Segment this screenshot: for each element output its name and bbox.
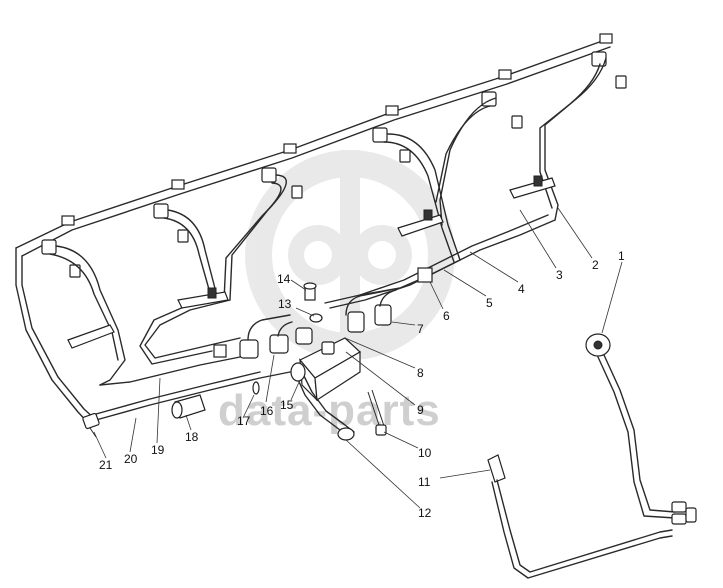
callout-14: 14 xyxy=(277,272,291,286)
callout-16: 16 xyxy=(260,404,274,418)
callout-9: 9 xyxy=(417,403,424,417)
callout-1: 1 xyxy=(618,249,625,263)
callout-19: 19 xyxy=(151,443,165,457)
callout-8: 8 xyxy=(417,366,424,380)
callout-12: 12 xyxy=(418,506,432,520)
rail-tees xyxy=(61,33,613,226)
callout-5: 5 xyxy=(486,296,493,310)
callout-20: 20 xyxy=(124,452,138,466)
injector-nuts xyxy=(41,51,627,278)
clamps xyxy=(67,175,556,358)
small-fittings xyxy=(82,381,260,438)
injector-branch-pipes xyxy=(49,57,607,386)
callout-21: 21 xyxy=(99,458,113,472)
callout-17: 17 xyxy=(237,414,251,428)
callout-15: 15 xyxy=(280,398,294,412)
callout-10: 10 xyxy=(418,446,432,460)
watermark-text: data-parts xyxy=(218,386,441,435)
watermark-logo xyxy=(245,150,455,360)
callout-7: 7 xyxy=(417,322,424,336)
callout-numbers: 1 2 3 4 5 6 7 8 9 10 11 12 13 14 15 16 1… xyxy=(99,249,625,520)
callout-3: 3 xyxy=(556,268,563,282)
bent-tube-and-bolt xyxy=(290,362,387,441)
callout-13: 13 xyxy=(278,297,292,311)
callout-6: 6 xyxy=(443,309,450,323)
callout-4: 4 xyxy=(518,282,525,296)
leader-lines xyxy=(93,207,623,509)
right-side-pipes xyxy=(487,333,697,579)
callout-2: 2 xyxy=(592,258,599,272)
callout-11: 11 xyxy=(418,475,431,489)
callout-18: 18 xyxy=(185,430,199,444)
